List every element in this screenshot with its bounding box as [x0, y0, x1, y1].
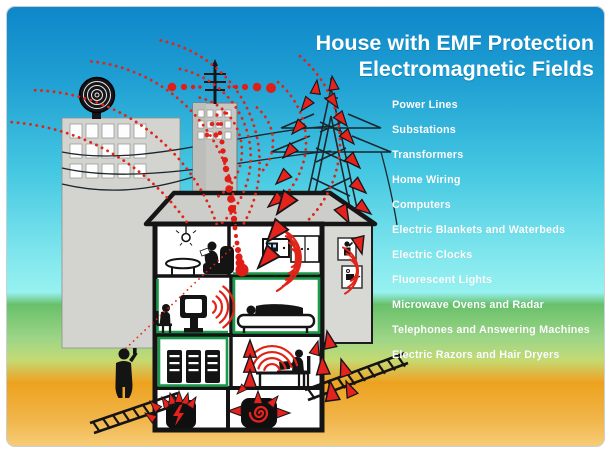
poster-title: House with EMF Protection Electromagneti…	[316, 31, 594, 81]
emf-red-dots-row	[167, 82, 276, 93]
list-item-fluorescent-lights: Fluorescent Lights	[392, 274, 492, 286]
bed	[236, 304, 316, 333]
fan-motor-icon	[241, 398, 277, 428]
poster-title-line2: Electromagnetic Fields	[359, 57, 594, 81]
pedestrian-with-phone	[115, 348, 138, 398]
tv-watching-person	[156, 304, 172, 333]
emf-dot-stream	[215, 113, 249, 277]
reading-person	[199, 241, 234, 274]
emf-source-list: Power Lines Substations Transformers Hom…	[392, 99, 590, 361]
emf-wave-arcs	[211, 224, 359, 371]
list-item-microwave-ovens: Microwave Ovens and Radar	[392, 299, 545, 311]
tv-icon	[180, 295, 207, 333]
tv-waves	[211, 285, 236, 329]
list-item-transformers: Transformers	[392, 149, 463, 161]
list-item-substations: Substations	[392, 124, 456, 136]
sleeping-person	[255, 304, 303, 315]
list-item-electric-clocks: Electric Clocks	[392, 249, 472, 261]
radar-dish-icon	[78, 76, 116, 119]
hatched-walkway-right	[304, 351, 409, 402]
server-racks	[167, 350, 220, 383]
house	[143, 190, 378, 433]
lightning-bolt-icon	[173, 403, 184, 426]
spiral-icon	[248, 405, 269, 423]
list-item-computers: Computers	[392, 199, 451, 211]
facade-waves	[342, 246, 359, 295]
coffee-table	[165, 257, 201, 275]
ceiling-lamp-icon	[175, 225, 197, 246]
poster-title-line1: House with EMF Protection	[316, 31, 594, 55]
list-item-telephones: Telephones and Answering Machines	[392, 324, 590, 336]
list-item-electric-razors: Electric Razors and Hair Dryers	[392, 349, 560, 361]
phone-signal-ray	[121, 242, 238, 353]
list-item-electric-blankets: Electric Blankets and Waterbeds	[392, 224, 565, 236]
list-item-home-wiring: Home Wiring	[392, 174, 461, 186]
list-item-power-lines: Power Lines	[392, 99, 458, 111]
